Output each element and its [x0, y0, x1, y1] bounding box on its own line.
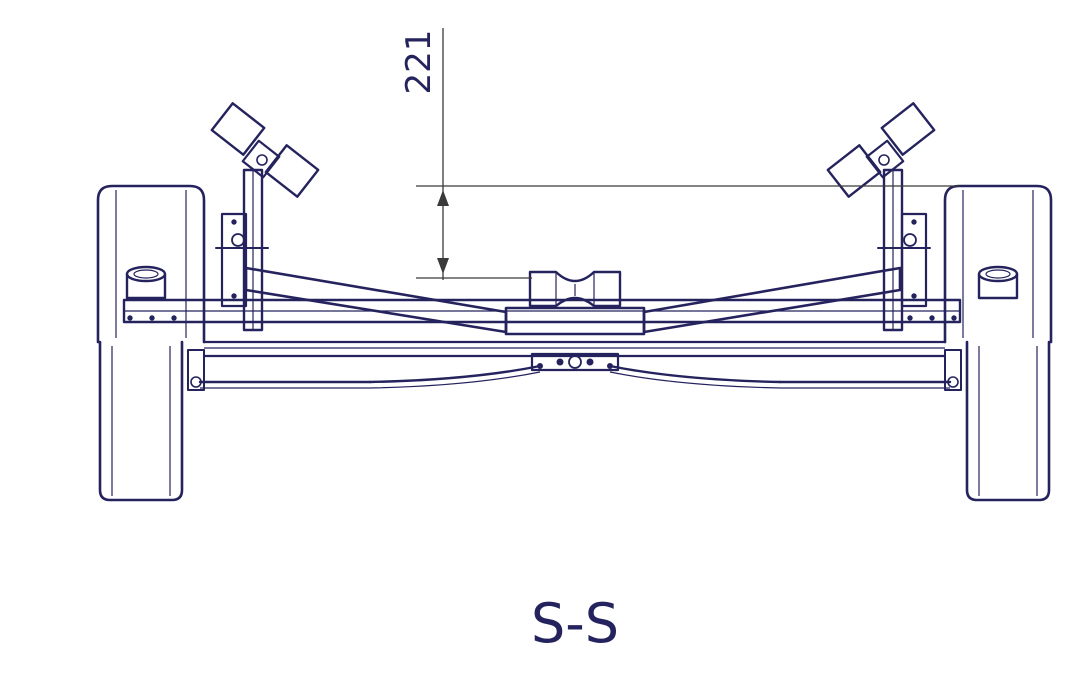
section-label: S-S	[531, 592, 619, 655]
left-wheel	[96, 184, 206, 502]
main-frame	[122, 298, 962, 391]
right-wheel	[943, 184, 1053, 502]
right-roller-post	[826, 102, 936, 332]
v-bunk-arms	[244, 266, 902, 336]
height-dimension: 221	[399, 28, 960, 280]
dimension-value: 221	[399, 30, 439, 95]
left-roller-post	[210, 102, 320, 332]
